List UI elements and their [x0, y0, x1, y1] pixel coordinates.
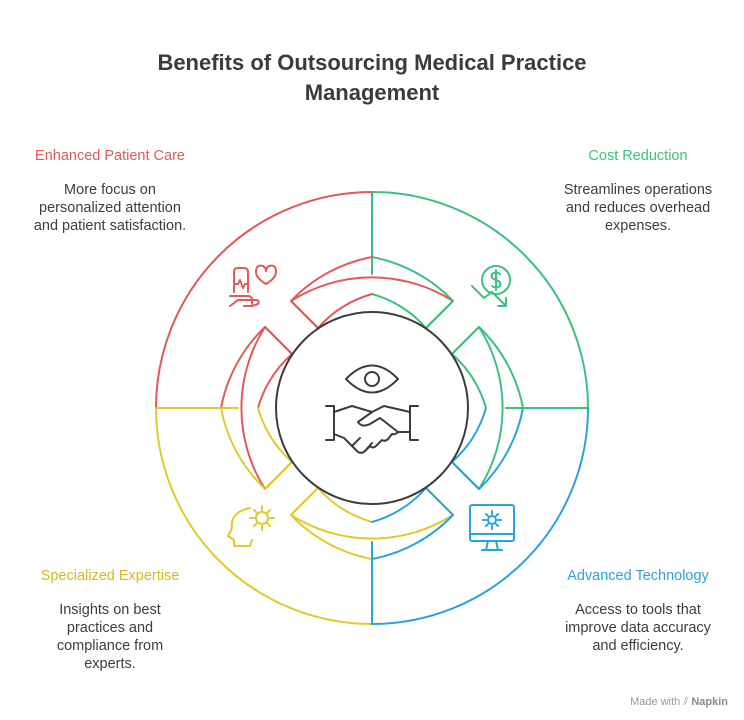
segment-advanced-technology: Advanced Technology Access to tools that…	[540, 567, 736, 655]
hand-heart-icon	[229, 264, 277, 307]
dollar-down-icon	[471, 265, 511, 307]
title-line-2: Management	[304, 80, 440, 105]
segment-description: Streamlines operations and reduces overh…	[563, 182, 713, 234]
segment-heading: Advanced Technology	[567, 568, 709, 584]
monitor-gear-icon	[469, 504, 515, 551]
segment-description: More focus on personalized attention and…	[33, 182, 187, 234]
outer-arc-blue	[371, 407, 589, 625]
segment-description: Access to tools that improve data accura…	[565, 602, 711, 654]
segment-heading: Enhanced Patient Care	[35, 148, 185, 164]
center-circle	[275, 311, 469, 505]
outer-arc-green	[371, 191, 589, 409]
head-gear-icon	[227, 505, 275, 547]
eye-icon	[345, 364, 399, 394]
made-with-badge[interactable]: Made with ⫽ Napkin	[630, 696, 728, 709]
segment-enhanced-patient-care: Enhanced Patient Care More focus on pers…	[20, 147, 200, 235]
segment-heading: Cost Reduction	[588, 148, 688, 164]
segment-description: Insights on best practices and complianc…	[56, 602, 164, 672]
segment-heading: Specialized Expertise	[40, 568, 180, 584]
title-line-1: Benefits of Outsourcing Medical Practice	[157, 50, 587, 75]
segment-cost-reduction: Cost Reduction Streamlines operations an…	[540, 147, 736, 235]
napkin-logo-icon: ⫽	[683, 696, 689, 708]
outer-arc-red	[155, 191, 373, 409]
page-title: Benefits of Outsourcing Medical Practice…	[0, 48, 744, 108]
segment-specialized-expertise: Specialized Expertise Insights on best p…	[20, 567, 200, 673]
footer-prefix: Made with	[630, 696, 681, 708]
handshake-icon	[325, 405, 419, 454]
outer-arc-yellow	[155, 407, 373, 625]
footer-brand: Napkin	[691, 696, 728, 708]
